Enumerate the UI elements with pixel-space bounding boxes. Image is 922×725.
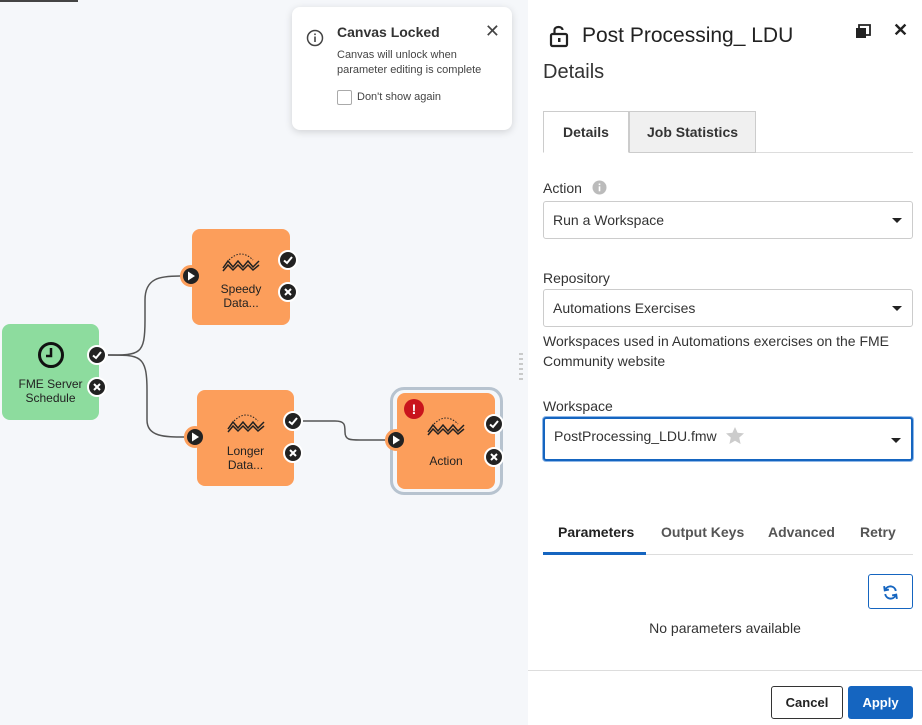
apply-button[interactable]: Apply (848, 686, 913, 719)
info-icon (306, 29, 324, 47)
node-longer-data[interactable]: Longer Data... (197, 390, 294, 486)
parameter-tabs: Parameters Output Keys Advanced Retry (543, 515, 913, 555)
node-speedy-data[interactable]: Speedy Data... (192, 229, 290, 325)
repository-label: Repository (543, 270, 610, 286)
repository-description: Workspaces used in Automations exercises… (543, 333, 890, 369)
failure-port-icon[interactable] (484, 447, 504, 467)
tab-retry[interactable]: Retry (860, 524, 896, 540)
input-port-icon[interactable] (184, 426, 206, 448)
node-label: Data... (223, 296, 259, 310)
input-port-icon[interactable] (180, 265, 202, 287)
info-icon[interactable] (592, 180, 607, 195)
active-tab-indicator (543, 552, 646, 555)
input-port-icon[interactable] (385, 429, 407, 451)
details-panel: Post Processing_ LDU ✕ Details Details J… (528, 0, 922, 725)
chevron-down-icon (892, 306, 902, 311)
popout-icon[interactable] (855, 24, 871, 40)
node-label: Data... (227, 458, 264, 472)
panel-close-icon[interactable]: ✕ (893, 20, 909, 40)
success-port-icon[interactable] (283, 411, 303, 431)
connection-lines (107, 275, 385, 441)
node-label: Longer (226, 444, 265, 458)
transformer-icon (226, 414, 265, 433)
workspace-select[interactable]: PostProcessing_LDU.fmw (543, 417, 913, 461)
workspace-select-value: PostProcessing_LDU.fmw (554, 428, 717, 444)
tab-details[interactable]: Details (543, 111, 629, 153)
transformer-icon (427, 417, 465, 436)
node-label: Action (429, 454, 463, 468)
chevron-down-icon (891, 438, 901, 443)
error-badge-icon: ! (404, 399, 424, 419)
dont-show-again-label[interactable]: Don't show again (357, 91, 442, 103)
tab-output-keys[interactable]: Output Keys (661, 524, 745, 540)
canvas-locked-toast: Canvas Locked ✕ Canvas will unlock when … (292, 7, 512, 130)
action-select[interactable]: Run a Workspace (543, 201, 913, 239)
repository-select[interactable]: Automations Exercises (543, 289, 913, 327)
cancel-button[interactable]: Cancel (771, 686, 843, 719)
unlock-icon[interactable] (549, 24, 569, 48)
dont-show-again-checkbox[interactable] (337, 90, 352, 105)
refresh-button[interactable] (868, 574, 913, 609)
workspace-label: Workspace (543, 398, 613, 414)
star-icon[interactable] (725, 426, 745, 445)
success-port-icon[interactable] (87, 345, 107, 365)
workflow-canvas[interactable]: FME Server Schedule Speedy Data... Longe… (0, 0, 528, 725)
action-label: Action (543, 180, 582, 196)
transformer-icon (222, 253, 260, 272)
action-select-value: Run a Workspace (553, 212, 665, 228)
drag-handle-icon[interactable] (519, 352, 523, 384)
node-label: Schedule (25, 391, 76, 405)
clock-icon (37, 342, 64, 368)
details-tabs: Details Job Statistics (543, 111, 913, 153)
panel-title: Post Processing_ LDU (582, 24, 794, 47)
refresh-icon (883, 585, 898, 600)
tab-job-statistics[interactable]: Job Statistics (629, 111, 756, 153)
canvas-top-indicator (0, 0, 78, 2)
repository-select-value: Automations Exercises (553, 300, 696, 316)
node-label: FME Server (18, 377, 83, 391)
tab-parameters[interactable]: Parameters (558, 524, 635, 540)
success-port-icon[interactable] (278, 250, 298, 270)
failure-port-icon[interactable] (278, 282, 298, 302)
section-heading: Details (543, 61, 605, 83)
tab-advanced[interactable]: Advanced (768, 524, 835, 540)
toast-message: Canvas will unlock when parameter editin… (337, 49, 482, 76)
node-label: Speedy (220, 282, 262, 296)
toast-close-icon[interactable]: ✕ (484, 21, 500, 41)
node-fme-server-schedule[interactable]: FME Server Schedule (2, 324, 99, 420)
toast-title: Canvas Locked (337, 24, 440, 40)
failure-port-icon[interactable] (87, 377, 107, 397)
footer-divider (528, 670, 922, 671)
no-parameters-message: No parameters available (649, 620, 801, 636)
success-port-icon[interactable] (484, 414, 504, 434)
chevron-down-icon (892, 218, 902, 223)
failure-port-icon[interactable] (283, 443, 303, 463)
